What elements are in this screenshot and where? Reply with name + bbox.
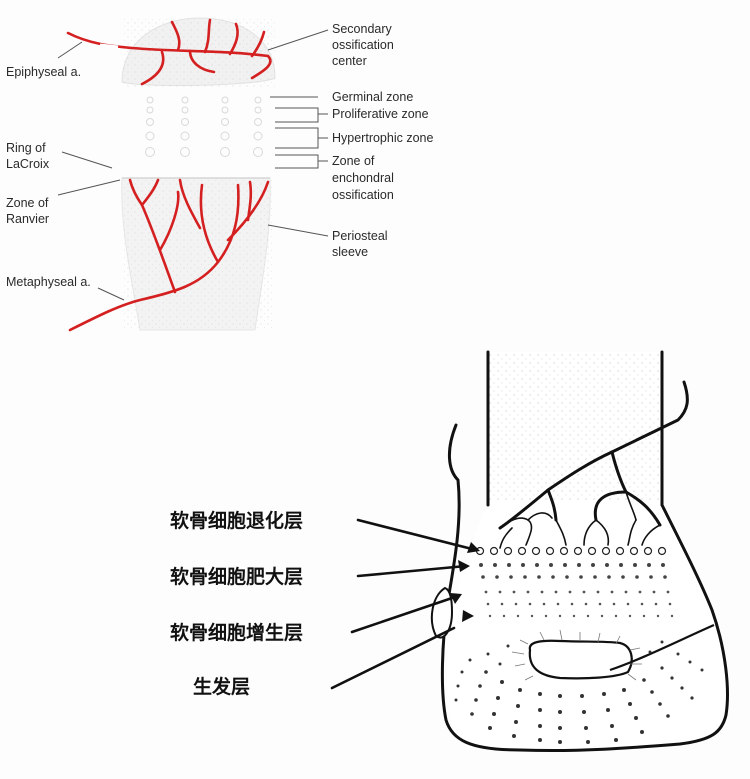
- epiphyseal-vessel-gap: [99, 43, 119, 49]
- label-epiphyseal-artery: Epiphyseal a.: [6, 65, 81, 79]
- bottom-diagram: 软骨细胞退化层 软骨细胞肥大层 软骨细胞增生层 生发层: [170, 350, 730, 753]
- cartilage-columns: [145, 96, 263, 157]
- label-proliferative-zone: Proliferative zone: [332, 107, 429, 121]
- label-proliferative-layer: 软骨细胞增生层: [170, 621, 303, 644]
- inner-vessels: [499, 491, 661, 549]
- top-diagram: Secondary ossification center Epiphyseal…: [6, 17, 433, 332]
- bottom-leader-lines: [330, 518, 478, 690]
- metaphyseal-vessels: [68, 178, 270, 332]
- bone-outline: [440, 350, 729, 753]
- ossification-center-texture: [511, 629, 642, 681]
- label-ring-of-lacroix: Ring of LaCroix: [6, 141, 50, 171]
- top-leader-lines: [57, 29, 329, 301]
- label-zone-of-enchondral-ossification: Zone of enchondral ossification: [332, 154, 397, 202]
- label-secondary-ossification-center: Secondary ossification center: [332, 22, 397, 68]
- shaft-stipple: [488, 352, 662, 502]
- label-germinal-zone: Germinal zone: [332, 90, 413, 104]
- label-hypertrophic-zone: Hypertrophic zone: [332, 131, 433, 145]
- leader-arrowheads: [450, 542, 480, 622]
- label-germinal-layer: 生发层: [193, 675, 250, 698]
- label-periosteal-sleeve: Periosteal sleeve: [332, 229, 391, 259]
- label-hypertrophic-layer: 软骨细胞肥大层: [170, 565, 303, 588]
- secondary-ossification-center: [528, 639, 633, 680]
- hypertrophic-cells-rows: [479, 563, 667, 579]
- germinal-radiating-dots: [454, 640, 704, 744]
- degenerating-cells-row: [475, 546, 667, 556]
- epiphyseal-vessels: [66, 18, 272, 86]
- label-metaphyseal-artery: Metaphyseal a.: [6, 275, 91, 289]
- label-degenerating-layer: 软骨细胞退化层: [170, 509, 303, 532]
- label-zone-of-ranvier: Zone of Ranvier: [6, 196, 52, 226]
- metaphysis-stipple: [122, 178, 272, 330]
- metaphyseal-vessel-gap: [111, 298, 129, 306]
- epiphyseal-vessel-bottom: [609, 623, 715, 672]
- proliferative-cells-rows: [484, 590, 674, 618]
